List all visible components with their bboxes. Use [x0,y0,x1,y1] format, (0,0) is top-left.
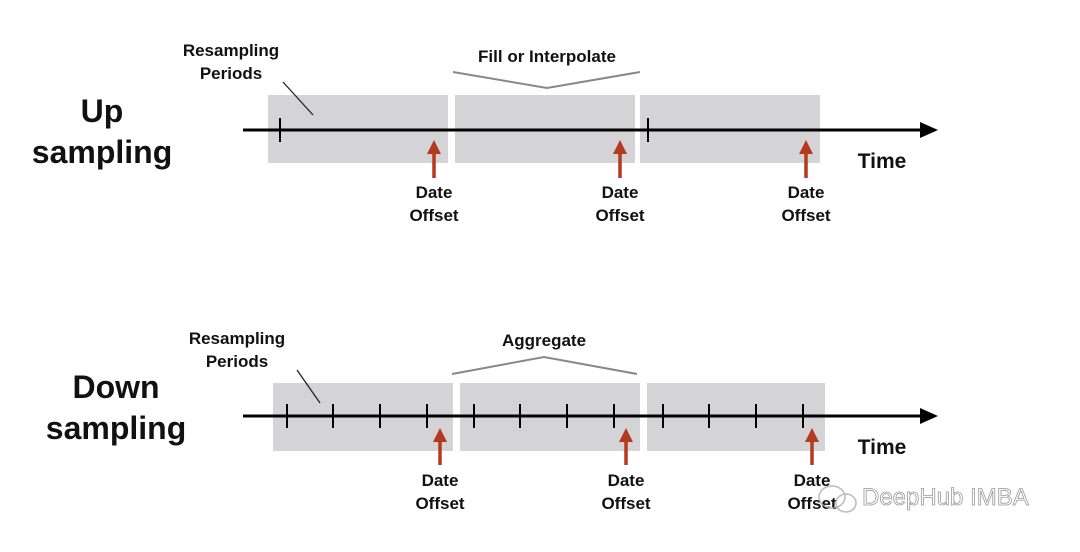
time-label: Time [858,150,907,173]
operation-label: Aggregate [502,331,586,350]
date-offset-label-line2: Offset [781,206,830,225]
operation-bracket [452,71,641,90]
arrow-up-icon [805,428,819,442]
periods-label-line1: Resampling [183,41,279,60]
date-offset-label-line1: Date [602,183,639,202]
section-title-line1: Up [81,93,124,129]
arrow-up-icon [613,140,627,154]
axis-arrowhead-icon [920,122,938,138]
periods-label-line2: Periods [206,352,268,371]
section-title-line2: sampling [46,410,186,446]
section-title-line1: Down [72,369,159,405]
periods-pointer-line [296,369,321,404]
arrow-up-icon [619,428,633,442]
date-offset-label-line1: Date [422,471,459,490]
arrow-up-icon [427,140,441,154]
watermark: DeepHub IMBA [818,484,1029,513]
date-offset-label-line1: Date [794,471,831,490]
operation-bracket [451,355,638,375]
date-offset-label-line2: Offset [787,494,836,513]
periods-label-line2: Periods [200,64,262,83]
operation-label: Fill or Interpolate [478,47,616,66]
arrow-up-icon [433,428,447,442]
date-offset-label-line2: Offset [409,206,458,225]
periods-pointer-line [282,81,314,116]
date-offset-label-line1: Date [788,183,825,202]
date-offset-label-line2: Offset [415,494,464,513]
watermark-text: DeepHub IMBA [862,484,1029,511]
date-offset-label-line2: Offset [595,206,644,225]
section-title-line2: sampling [32,134,172,170]
date-offset-label-line2: Offset [601,494,650,513]
axis-arrowhead-icon [920,408,938,424]
date-offset-label-line1: Date [608,471,645,490]
wechat-icon [818,485,857,513]
date-offset-label-line1: Date [416,183,453,202]
time-label: Time [858,436,907,459]
arrow-up-icon [799,140,813,154]
periods-label-line1: Resampling [189,329,285,348]
